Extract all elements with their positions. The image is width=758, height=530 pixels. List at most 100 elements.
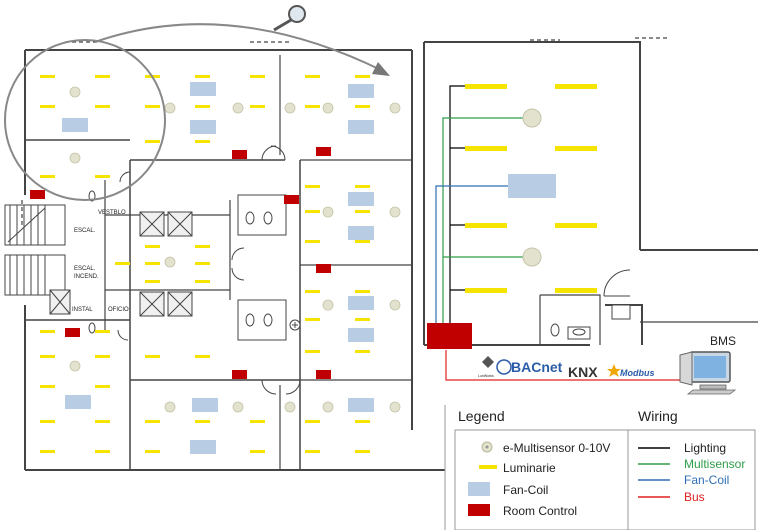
luminaire	[355, 420, 370, 423]
knx-logo: KNX	[568, 364, 598, 380]
luminaire	[195, 140, 210, 143]
luminaire	[355, 105, 370, 108]
fan-coil-group-plan	[62, 82, 374, 454]
fan-coil	[348, 328, 374, 342]
legend-room-control-icon	[468, 504, 490, 516]
zoom-arrow-head	[372, 62, 390, 76]
luminaire	[195, 75, 210, 78]
luminaire	[355, 450, 370, 453]
multisensor	[69, 152, 81, 164]
luminaire	[95, 450, 110, 453]
legend-panel: Legend Wiring e-Multisensor 0-10V Lumina…	[444, 405, 756, 530]
multisensor-group-detail	[522, 108, 542, 267]
building-walls	[24, 49, 445, 471]
luminaire	[95, 355, 110, 358]
luminaire	[95, 105, 110, 108]
luminaire	[250, 105, 265, 108]
luminaire	[355, 185, 370, 188]
luminaire	[40, 75, 55, 78]
multisensor	[322, 102, 334, 114]
multisensor-wire	[442, 117, 525, 330]
stairs	[4, 204, 66, 296]
legend-box	[454, 429, 756, 530]
wiring-legend-label: Bus	[684, 490, 705, 504]
fan-coil	[62, 118, 88, 132]
fan-coil-group-detail	[508, 174, 556, 198]
luminaire	[355, 350, 370, 353]
luminaire	[95, 330, 110, 333]
luminaire	[95, 75, 110, 78]
zoom-circle	[4, 39, 166, 201]
label-escal-1: ESCAL.	[74, 228, 96, 234]
multisensor	[69, 360, 81, 372]
luminaire	[305, 210, 320, 213]
multisensor	[322, 401, 334, 413]
label-incend: INCEND.	[74, 274, 99, 280]
room-control	[316, 370, 331, 379]
luminaire	[305, 75, 320, 78]
room-control-group-plan	[30, 147, 331, 379]
label-escal-2: ESCAL.	[74, 266, 96, 272]
luminaire	[465, 84, 507, 89]
luminaire	[195, 420, 210, 423]
modbus-logo: Modbus	[607, 364, 655, 378]
luminaire	[355, 240, 370, 243]
luminaire	[195, 355, 210, 358]
luminaire	[195, 105, 210, 108]
bms-label: BMS	[710, 334, 736, 348]
luminaire	[40, 385, 55, 388]
luminaire-group-detail	[465, 84, 597, 293]
fan-coil	[348, 226, 374, 240]
multisensor	[164, 102, 176, 114]
luminaire	[355, 210, 370, 213]
luminaire	[555, 146, 597, 151]
legend-item-multisensor: e-Multisensor 0-10V	[503, 441, 610, 455]
zoom-arrow	[94, 23, 386, 73]
luminaire	[555, 84, 597, 89]
multisensor	[522, 247, 542, 267]
bacnet-label: BACnet	[511, 359, 563, 375]
multisensor	[389, 299, 401, 311]
luminaire	[40, 450, 55, 453]
multisensor	[322, 206, 334, 218]
lighting-wire	[449, 85, 465, 330]
fan-coil	[348, 84, 374, 98]
legend-title: Legend	[458, 408, 505, 424]
room-control	[232, 150, 247, 159]
luminaire	[305, 105, 320, 108]
fan-coil	[190, 82, 216, 96]
room-control	[65, 328, 80, 337]
multisensor	[389, 102, 401, 114]
bus-wire	[445, 350, 690, 381]
luminaire	[95, 175, 110, 178]
bms-computer-icon	[679, 351, 737, 395]
luminaire	[555, 223, 597, 228]
luminaire	[305, 420, 320, 423]
luminaire	[305, 240, 320, 243]
luminaire	[145, 450, 160, 453]
luminaire	[465, 288, 507, 293]
multisensor	[284, 401, 296, 413]
luminaire	[145, 262, 160, 265]
multisensor	[69, 86, 81, 98]
detail-wiring	[435, 85, 690, 381]
door-swings	[117, 145, 301, 395]
wiring-legend-label: Multisensor	[684, 457, 745, 471]
multisensor	[322, 299, 334, 311]
luminaire	[355, 290, 370, 293]
luminaire	[355, 318, 370, 321]
luminaire	[40, 330, 55, 333]
luminaire	[250, 420, 265, 423]
luminaire	[145, 355, 160, 358]
multisensor-group-plan	[69, 86, 401, 413]
multisensor	[522, 108, 542, 128]
bacnet-logo: BACnet	[496, 359, 563, 375]
luminaire	[115, 262, 130, 265]
multisensor	[232, 401, 244, 413]
knx-label: KNX	[568, 364, 598, 380]
room-control	[284, 195, 299, 204]
luminaire	[95, 420, 110, 423]
fan-coil	[348, 398, 374, 412]
room-control	[316, 147, 331, 156]
